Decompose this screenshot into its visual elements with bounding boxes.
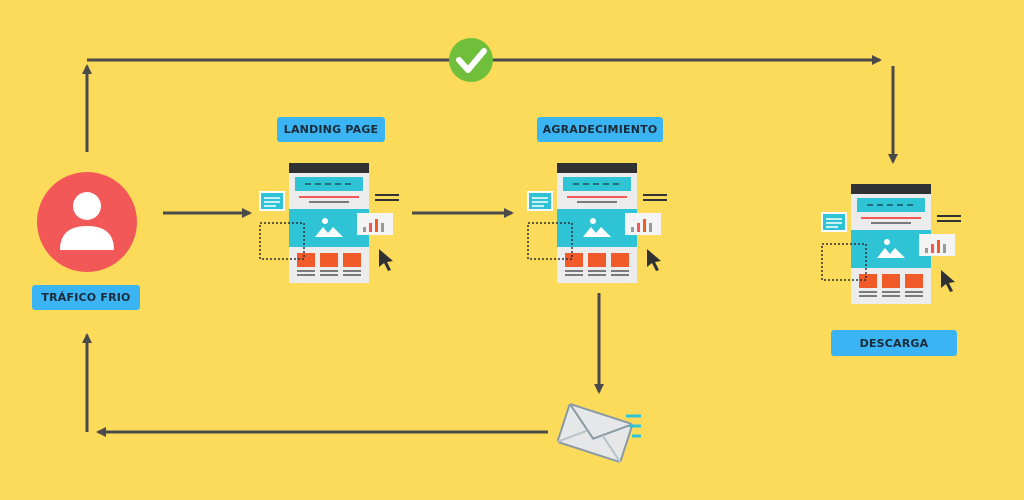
descarga-webpage-icon — [821, 184, 961, 304]
check-icon — [449, 38, 493, 82]
agradecimiento-webpage-icon — [527, 163, 667, 283]
email-envelope-icon — [556, 403, 641, 463]
user-avatar-icon — [37, 172, 137, 272]
label-landing-page: LANDING PAGE — [277, 117, 385, 142]
label-trafico-frio: TRÁFICO FRIO — [32, 285, 140, 310]
label-descarga: DESCARGA — [831, 330, 957, 356]
label-agradecimiento: AGRADECIMIENTO — [537, 117, 663, 142]
landing-page-webpage-icon — [259, 163, 399, 283]
